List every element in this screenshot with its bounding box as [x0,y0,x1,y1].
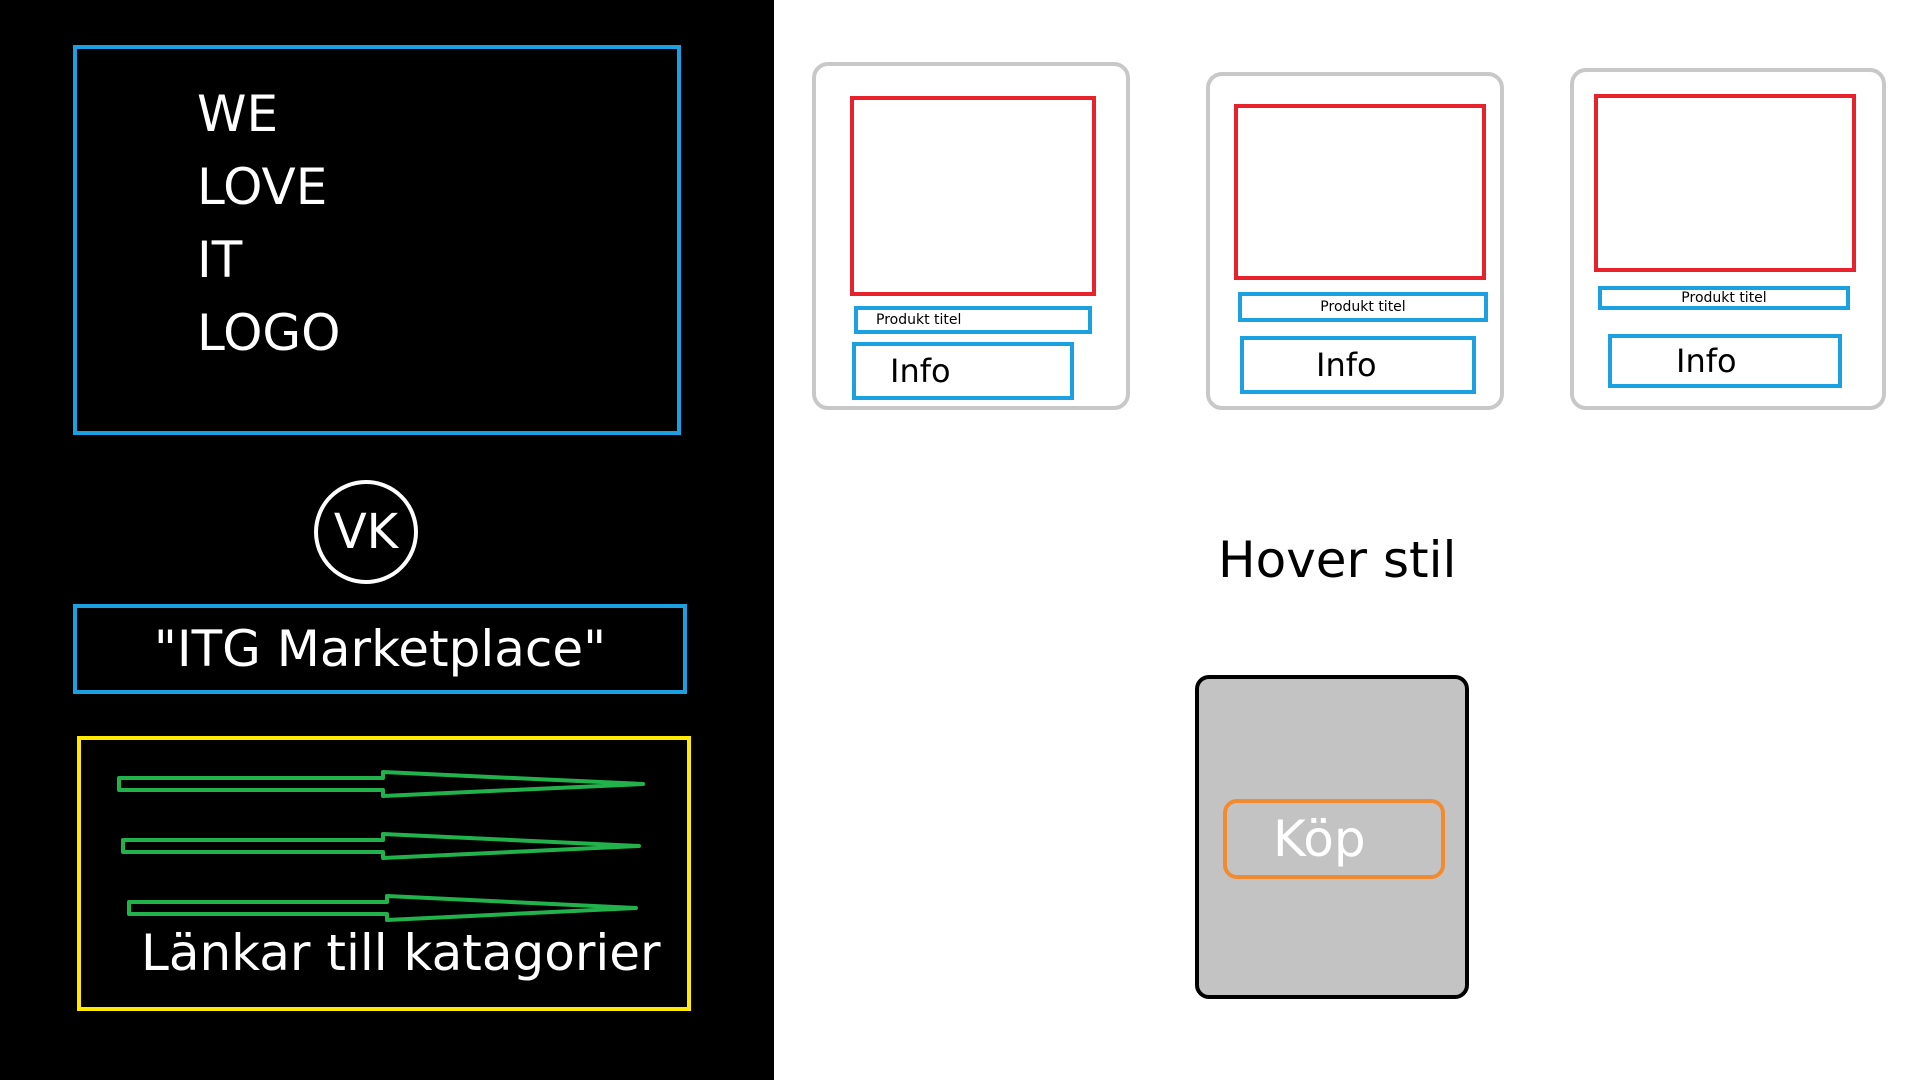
logo-line-2: LOVE [197,158,328,216]
buy-button[interactable]: Köp [1223,799,1445,879]
product-image-placeholder [1234,104,1486,280]
category-link-arrow-3[interactable] [127,894,638,922]
category-link-arrow-2[interactable] [121,832,641,860]
info-button[interactable]: Info [852,342,1074,400]
product-title: Produkt titel [1598,286,1850,310]
sidebar: WE LOVE IT LOGO VK "ITG Marketplace" Län… [0,0,774,1080]
product-image-placeholder [850,96,1096,296]
site-name: "ITG Marketplace" [73,604,687,694]
category-link-arrow-1[interactable] [117,770,645,798]
product-title: Produkt titel [1238,292,1488,322]
category-links-placeholder: Länkar till katagorier [77,736,691,1011]
info-button[interactable]: Info [1240,336,1476,394]
product-card[interactable]: Produkt titel Info [812,62,1130,410]
logo-line-4: LOGO [197,304,341,362]
logo-placeholder[interactable]: WE LOVE IT LOGO [73,45,681,435]
product-image-placeholder [1594,94,1856,272]
product-card[interactable]: Produkt titel Info [1570,68,1886,410]
product-card[interactable]: Produkt titel Info [1206,72,1504,410]
logo-line-3: IT [197,231,243,289]
avatar[interactable]: VK [314,480,418,584]
category-links-label: Länkar till katagorier [141,924,661,982]
product-card-hover-state[interactable]: Köp [1195,675,1469,999]
hover-style-heading: Hover stil [1218,531,1457,589]
category-links-arrows [117,770,645,922]
product-title: Produkt titel [854,306,1092,334]
info-button[interactable]: Info [1608,334,1842,388]
logo-line-1: WE [197,85,279,143]
